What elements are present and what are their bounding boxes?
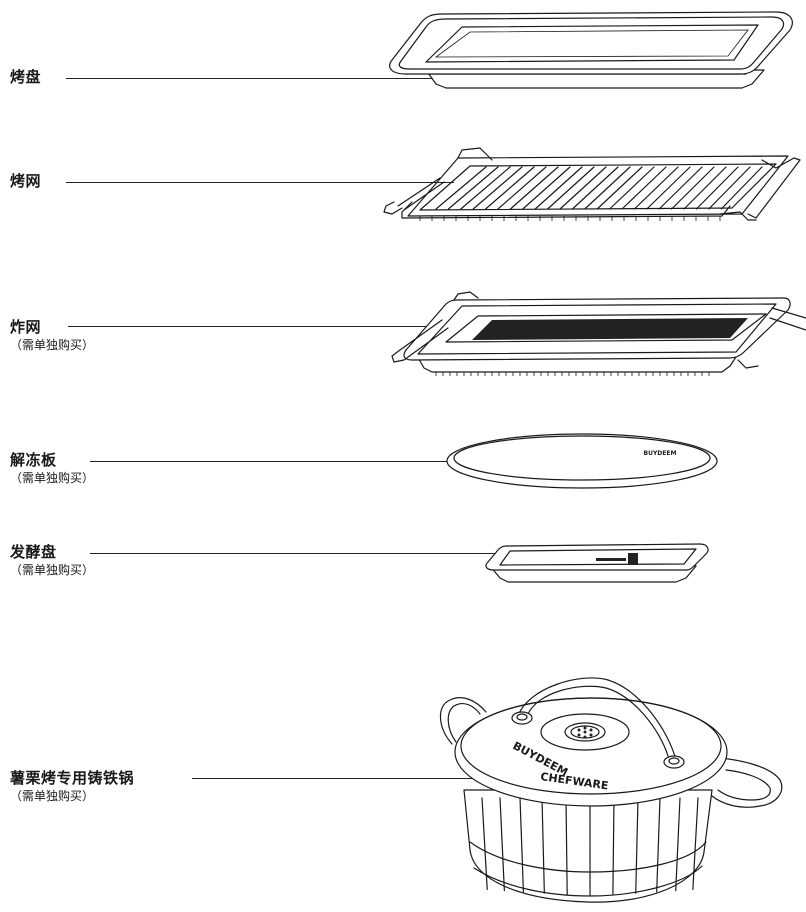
fry-basket-note: （需单独购买）	[10, 338, 95, 352]
grill-bar	[670, 166, 715, 210]
label-proofing-tray: 发酵盘 （需单独购买）	[10, 543, 94, 578]
pot-rib	[519, 797, 525, 893]
baking-tray-illustration	[389, 11, 793, 89]
leader-line-cast-iron-pot	[192, 778, 500, 779]
grill-bar	[522, 166, 571, 210]
leader-line-proofing-tray	[90, 553, 528, 554]
grill-bar	[571, 166, 619, 210]
pot-rib	[635, 797, 639, 894]
baking-tray-name: 烤盘	[10, 68, 42, 86]
label-thaw-plate: 解冻板 （需单独购买）	[10, 451, 94, 486]
grill-rack-name: 烤网	[10, 172, 42, 190]
label-grill-rack: 烤网	[10, 172, 41, 190]
proofing-tray-illustration	[485, 543, 709, 583]
grill-bar	[447, 166, 499, 210]
grill-bar	[497, 166, 547, 210]
fry-basket-name: 炸网	[10, 318, 42, 336]
pot-rib	[481, 797, 488, 891]
pot-rib	[656, 797, 661, 893]
grill-bar	[708, 166, 751, 210]
pot-rib	[541, 797, 545, 894]
grill-bar	[472, 166, 523, 210]
grill-bar	[534, 166, 583, 210]
proofing-tray-name: 发酵盘	[10, 543, 57, 561]
grill-bar	[460, 166, 511, 210]
pot-rib	[675, 797, 681, 892]
grill-bar	[435, 166, 487, 210]
grill-bar	[695, 166, 739, 210]
label-baking-tray: 烤盘	[10, 68, 41, 86]
proofing-tray-note: （需单独购买）	[10, 563, 95, 577]
leader-line-baking-tray	[66, 78, 450, 79]
grill-bar	[633, 166, 679, 210]
thaw-plate-brand: BUYDEEM	[644, 450, 677, 457]
cast-iron-pot-name: 薯栗烤专用铸铁锅	[10, 769, 135, 787]
grill-bar	[646, 166, 691, 210]
grill-bar	[546, 166, 595, 210]
label-cast-iron-pot: 薯栗烤专用铸铁锅 （需单独购买）	[10, 769, 134, 804]
leader-line-thaw-plate	[90, 461, 516, 462]
thaw-plate-illustration: BUYDEEM	[446, 433, 718, 489]
grill-bar	[621, 166, 667, 210]
pot-rib	[565, 797, 568, 896]
thaw-plate-name: 解冻板	[10, 451, 57, 469]
grill-bar	[584, 166, 631, 210]
grill-bar	[608, 166, 655, 210]
grill-bar	[658, 166, 703, 210]
pot-rib	[692, 797, 699, 891]
grill-bar	[509, 166, 559, 210]
leader-line-grill-rack	[66, 182, 454, 183]
cast-iron-pot-note: （需单独购买）	[10, 789, 95, 803]
pot-rib	[612, 797, 615, 896]
thaw-plate-note: （需单独购买）	[10, 471, 95, 485]
grill-bar	[596, 166, 643, 210]
fry-basket-illustration	[391, 291, 806, 376]
grill-bar	[485, 166, 535, 210]
pot-rib	[499, 797, 505, 892]
leader-line-fry-basket	[68, 326, 475, 327]
grill-rack-illustration	[383, 147, 801, 221]
grill-bar	[720, 166, 763, 210]
label-fry-basket: 炸网 （需单独购买）	[10, 318, 94, 353]
cast-iron-pot-illustration: BUYDEEM CHEFWARE	[439, 677, 783, 903]
grill-bar	[559, 166, 607, 210]
grill-bar	[683, 166, 727, 210]
